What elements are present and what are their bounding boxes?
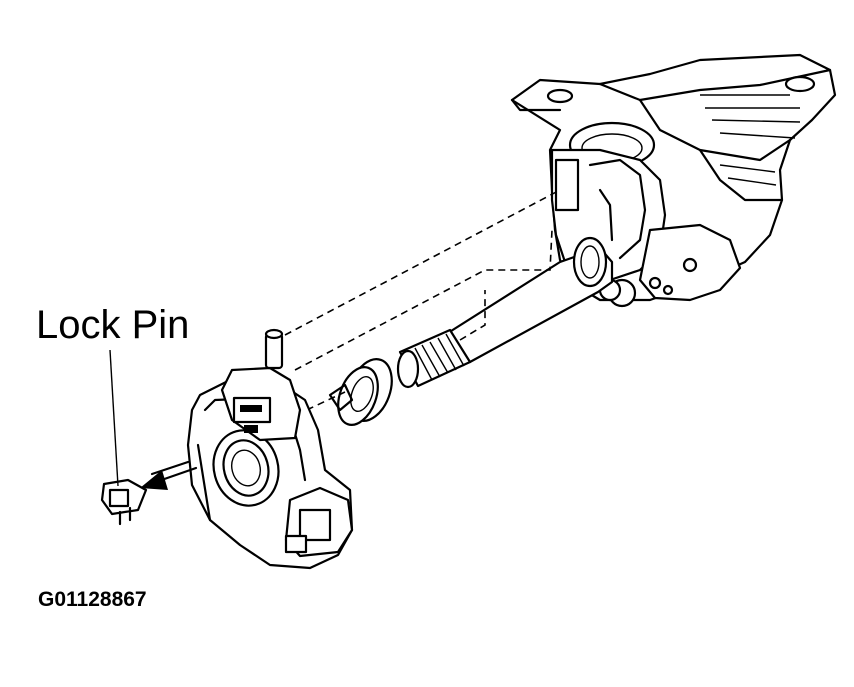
removal-arrow bbox=[140, 460, 198, 490]
lock-pin-leader-line bbox=[109, 349, 119, 487]
figure-id: G01128867 bbox=[38, 588, 147, 611]
shaft-retainer bbox=[328, 358, 393, 426]
clock-spring-assembly bbox=[186, 328, 354, 570]
alignment-lines bbox=[284, 189, 561, 416]
lock-pin-label: Lock Pin bbox=[36, 303, 190, 347]
steering-shaft bbox=[396, 236, 614, 389]
lock-pin-part bbox=[100, 478, 148, 526]
